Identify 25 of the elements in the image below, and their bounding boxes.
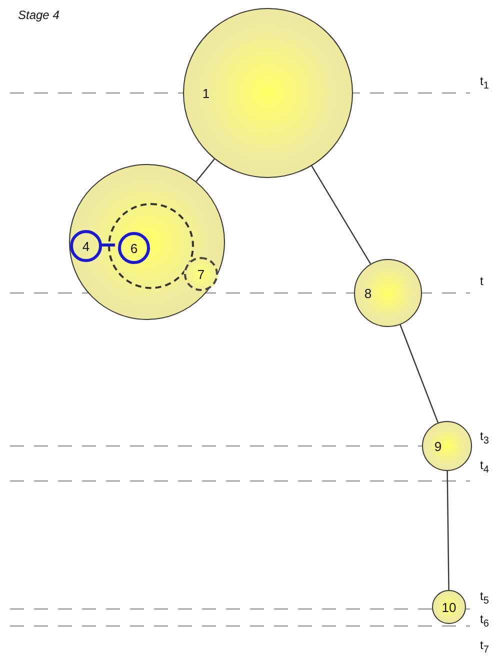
connector-line [101, 244, 115, 246]
time-label: t [480, 274, 484, 288]
time-label: t$_{4}$ [480, 458, 489, 476]
connector-line [196, 158, 215, 182]
node-circle [70, 230, 102, 262]
node-number: 1 [202, 86, 210, 100]
connector-line [400, 324, 439, 423]
time-label: t$_{5}$ [480, 589, 489, 606]
time-label: t$_{3}$ [480, 429, 489, 446]
node-number: 6 [130, 240, 138, 256]
node-number: 4 [82, 238, 90, 254]
node-circle [432, 590, 466, 624]
time-label: t$_{1}$ [480, 74, 489, 92]
node-circle [118, 232, 150, 264]
node-circle [422, 421, 472, 471]
time-label: t$_{6}$ [480, 612, 489, 630]
connector-line [311, 166, 372, 264]
connector-line [446, 471, 450, 590]
node-number: 8 [364, 286, 372, 300]
node-circle [184, 257, 218, 291]
node-number: 7 [197, 266, 205, 282]
time-label: t$_{7}$ [480, 638, 489, 656]
stage-title: Stage 4 [18, 8, 60, 22]
node-number: 10 [442, 600, 456, 614]
node-number: 9 [434, 438, 442, 454]
